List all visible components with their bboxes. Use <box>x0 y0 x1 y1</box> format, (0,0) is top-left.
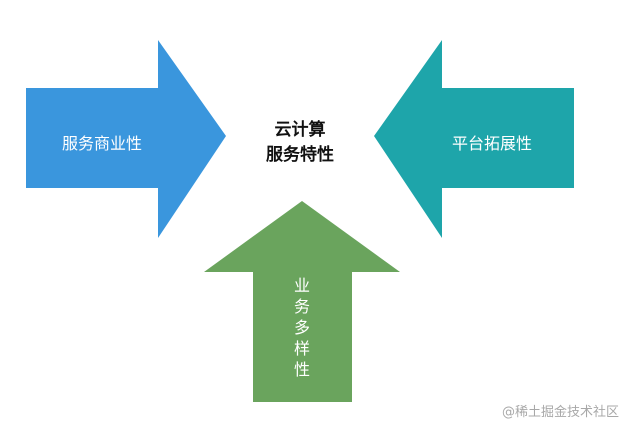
center-title: 云计算 服务特性 <box>250 118 350 168</box>
watermark: @稀土掘金技术社区 <box>501 405 619 420</box>
arrow-left-label: 服务商业性 <box>62 134 143 153</box>
center-title-line1: 云计算 <box>274 120 326 140</box>
arrow-right-shape <box>374 40 574 238</box>
arrow-right-label: 平台拓展性 <box>452 134 533 153</box>
center-title-line2: 服务特性 <box>266 145 334 165</box>
arrow-bottom-shape <box>204 201 400 402</box>
arrow-bottom-label: 业务多样性 <box>293 276 310 379</box>
arrow-left-shape <box>26 40 226 238</box>
